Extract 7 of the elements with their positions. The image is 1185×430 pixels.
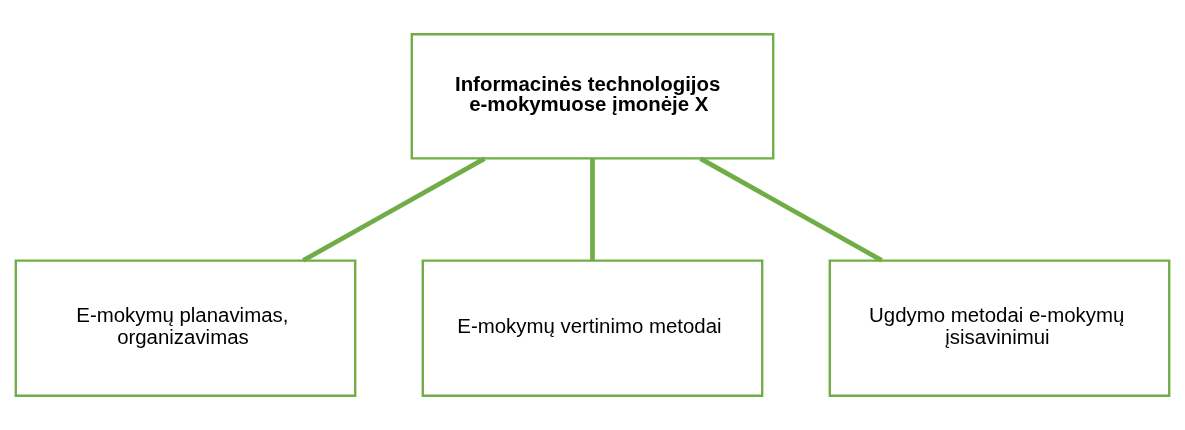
- node-box: Ugdymo metodai e-mokymų įsisavinimui: [828, 259, 1171, 397]
- node-box: E-mokymų planavimas, organizavimas: [14, 259, 357, 397]
- connector: [699, 156, 883, 263]
- node-box: Informacinės technologijos e-mokymuose įmonėje X: [410, 33, 775, 160]
- connector: [302, 156, 486, 263]
- connector: [590, 158, 595, 261]
- node-box: E-mokymų vertinimo metodai: [421, 259, 764, 397]
